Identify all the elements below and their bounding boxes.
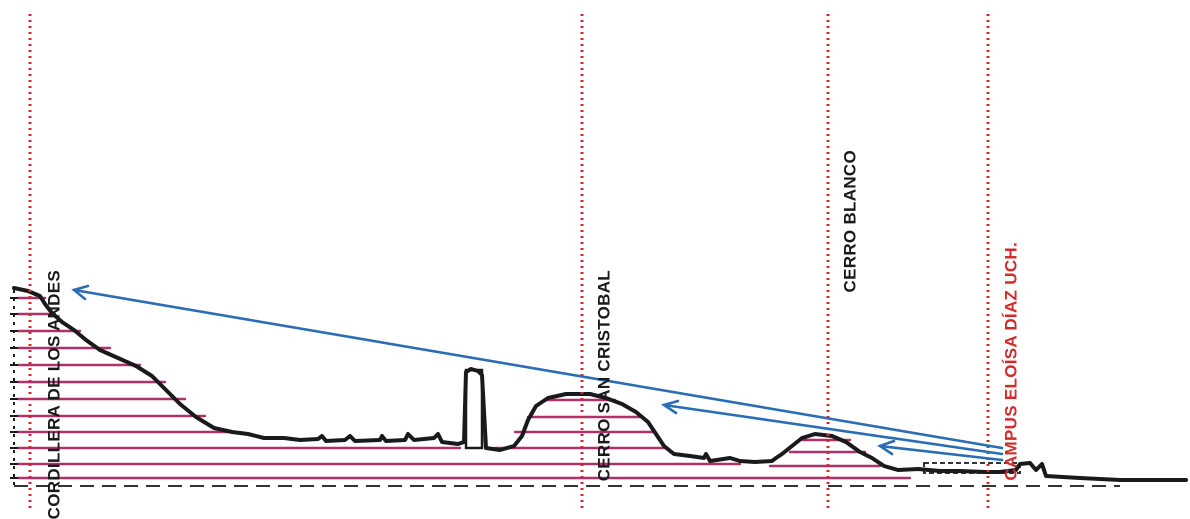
- sight-lines: [71, 284, 1004, 462]
- label-san-cristobal: CERRO SAN CRISTOBAL: [588, 10, 613, 481]
- campus-building: [923, 462, 1021, 474]
- arrowhead-cerro-blanco: [877, 439, 896, 456]
- height-scale: [10, 290, 18, 488]
- sight-line-cerro-blanco: [878, 444, 1004, 462]
- tower-structure: [464, 368, 484, 450]
- label-cerro-blanco: CERRO BLANCO: [834, 10, 859, 292]
- sight-line-san-cristobal: [662, 403, 1004, 456]
- label-campus-text: CAMPUS ELOÍSA DÍAZ UCH.: [1002, 242, 1021, 481]
- label-san-cristobal-text: CERRO SAN CRISTOBAL: [594, 270, 613, 482]
- arrowhead-san-cristobal: [660, 399, 680, 415]
- reference-lines: [28, 14, 990, 508]
- label-cerro-blanco-text: CERRO BLANCO: [840, 150, 859, 293]
- label-campus: CAMPUS ELOÍSA DÍAZ UCH.: [996, 10, 1021, 481]
- terrain-profile: [12, 286, 1188, 482]
- sight-line-cordillera: [72, 288, 1004, 450]
- label-cordillera: CORDILLERA DE LOS ANDES: [38, 10, 63, 519]
- arrowhead-cordillera: [71, 284, 90, 301]
- label-cordillera-text: CORDILLERA DE LOS ANDES: [44, 270, 63, 519]
